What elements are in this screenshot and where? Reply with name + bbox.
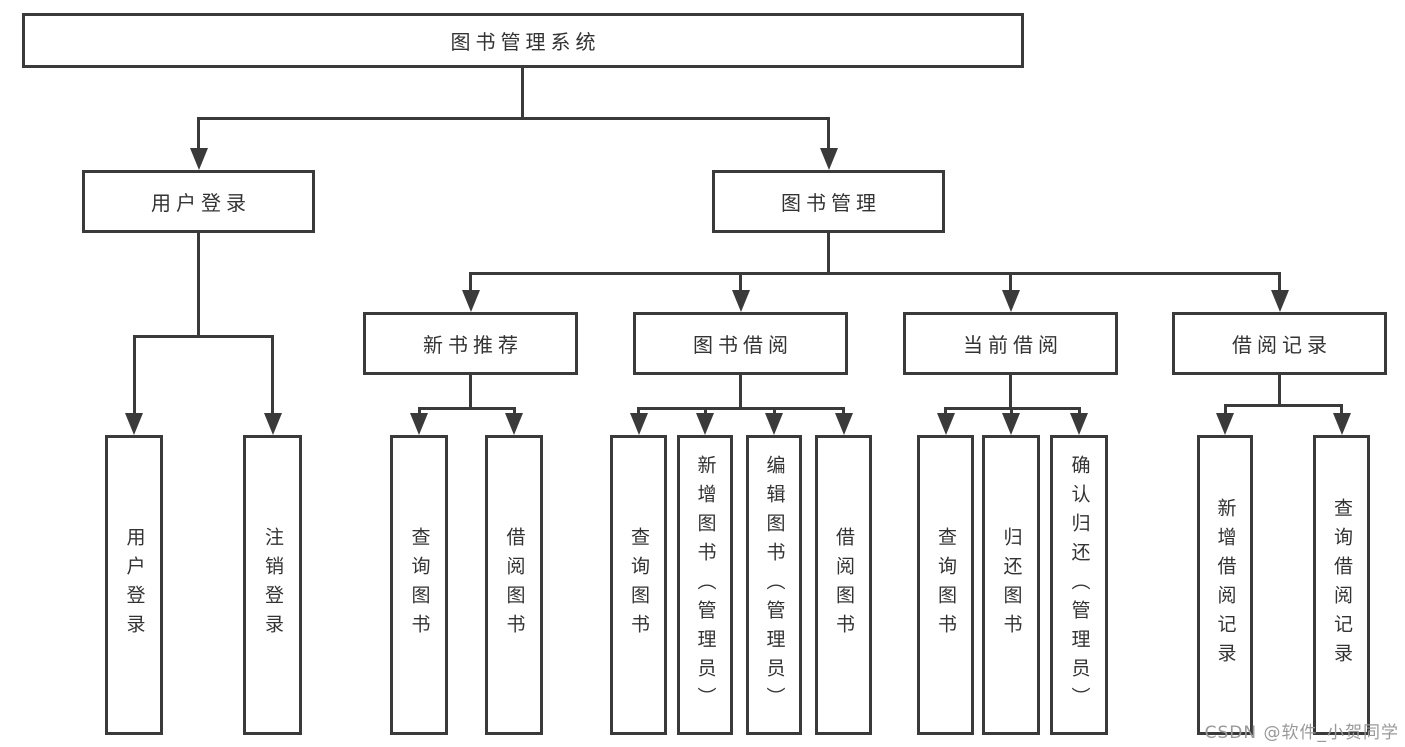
node-label-leaf-query-record: 查询借阅记录 (1331, 498, 1353, 672)
connector-branch-current-borrow-1 (1009, 407, 1013, 417)
node-label-system-root: 图书管理系统 (450, 30, 601, 54)
node-leaf-logout: 注销登录 (243, 435, 302, 735)
node-leaf-edit-book: 编辑图书（管理员） (746, 435, 802, 735)
node-label-book-management: 图书管理 (781, 191, 881, 215)
arrow-down-icon (263, 413, 282, 435)
connector-branch-book-management-2 (1009, 272, 1012, 294)
connector-bar-book-management (469, 272, 1281, 275)
connector-branch-system-root-0 (197, 117, 200, 152)
node-user-login: 用户登录 (82, 170, 315, 233)
connector-branch-book-management-0 (469, 272, 472, 294)
connector-branch-book-management-3 (1278, 272, 1281, 294)
connector-bar-borrow-records (1223, 404, 1343, 407)
arrow-down-icon (765, 413, 783, 435)
connector-branch-current-borrow-0 (944, 407, 947, 417)
node-leaf-user-login: 用户登录 (105, 435, 163, 735)
connector-branch-borrow-records-1 (1340, 404, 1343, 417)
node-current-borrow: 当前借阅 (903, 312, 1118, 375)
node-leaf-return-book: 归还图书 (982, 435, 1040, 735)
node-system-root: 图书管理系统 (22, 13, 1024, 68)
connector-branch-book-borrow-2 (772, 407, 776, 417)
arrow-down-icon (410, 413, 428, 435)
connector-branch-current-borrow-2 (1077, 407, 1081, 417)
node-label-leaf-return-book: 归还图书 (1000, 527, 1023, 643)
connector-stem-borrow-records (1278, 375, 1281, 407)
node-leaf-add-book: 新增图书（管理员） (677, 435, 733, 735)
connector-stem-user-login (197, 233, 200, 338)
arrow-down-icon (696, 413, 714, 435)
node-label-leaf-borrow-book-2: 借阅图书 (833, 527, 855, 643)
connector-branch-new-book-recommend-0 (417, 407, 421, 417)
connector-branch-user-login-0 (132, 335, 136, 417)
node-leaf-add-record: 新增借阅记录 (1197, 435, 1253, 735)
node-label-leaf-user-login: 用户登录 (123, 527, 146, 643)
arrow-down-icon (1001, 290, 1020, 312)
node-book-borrow: 图书借阅 (633, 312, 848, 375)
arrow-down-icon (1332, 413, 1351, 435)
node-label-book-borrow: 图书借阅 (693, 333, 793, 357)
node-label-leaf-query-book-2: 查询图书 (628, 527, 650, 643)
node-leaf-borrow-book-1: 借阅图书 (485, 435, 543, 735)
node-leaf-query-book-3: 查询图书 (917, 435, 974, 735)
arrow-down-icon (819, 148, 838, 170)
connector-branch-borrow-records-0 (1223, 404, 1227, 417)
connector-bar-user-login (132, 335, 274, 338)
node-borrow-records: 借阅记录 (1172, 312, 1387, 375)
node-label-leaf-query-book-3: 查询图书 (935, 527, 957, 643)
node-label-leaf-add-record: 新增借阅记录 (1214, 498, 1237, 672)
connector-branch-book-management-1 (739, 272, 742, 294)
node-label-borrow-records: 借阅记录 (1232, 333, 1332, 357)
connector-branch-book-borrow-0 (637, 407, 640, 417)
node-label-leaf-edit-book: 编辑图书（管理员） (763, 454, 786, 716)
connector-stem-book-management (827, 233, 830, 275)
arrow-down-icon (461, 290, 480, 312)
node-leaf-query-book-2: 查询图书 (610, 435, 667, 735)
watermark: CSDN @软件_小贺同学 (1204, 723, 1399, 743)
arrow-down-icon (731, 290, 750, 312)
node-leaf-borrow-book-2: 借阅图书 (815, 435, 872, 735)
node-label-current-borrow: 当前借阅 (963, 333, 1063, 357)
node-label-new-book-recommend: 新书推荐 (423, 333, 523, 357)
node-label-leaf-borrow-book-1: 借阅图书 (503, 527, 526, 643)
arrow-down-icon (1270, 290, 1289, 312)
connector-bar-system-root (197, 117, 830, 120)
connector-bar-book-borrow (637, 407, 845, 410)
arrow-down-icon (936, 413, 955, 435)
node-new-book-recommend: 新书推荐 (363, 312, 578, 375)
connector-stem-book-borrow (739, 375, 742, 410)
node-book-management: 图书管理 (712, 170, 945, 233)
node-label-user-login: 用户登录 (151, 191, 251, 215)
arrow-down-icon (1070, 413, 1088, 435)
node-leaf-query-book-1: 查询图书 (390, 435, 448, 735)
arrow-down-icon (505, 413, 523, 435)
arrow-down-icon (834, 413, 853, 435)
node-label-leaf-query-book-1: 查询图书 (408, 527, 431, 643)
node-label-leaf-add-book: 新增图书（管理员） (694, 454, 717, 716)
connector-branch-system-root-1 (827, 117, 830, 152)
arrow-down-icon (1002, 413, 1020, 435)
arrow-down-icon (125, 413, 143, 435)
connector-stem-new-book-recommend (469, 375, 472, 410)
connector-branch-user-login-1 (271, 335, 274, 417)
connector-bar-new-book-recommend (417, 407, 516, 410)
arrow-down-icon (189, 148, 208, 170)
connector-branch-book-borrow-3 (842, 407, 845, 417)
connector-branch-book-borrow-1 (703, 407, 707, 417)
node-leaf-confirm-return: 确认归还（管理员） (1050, 435, 1108, 735)
node-label-leaf-confirm-return: 确认归还（管理员） (1068, 454, 1091, 716)
node-label-leaf-logout: 注销登录 (262, 527, 284, 643)
connector-branch-new-book-recommend-1 (512, 407, 516, 417)
arrow-down-icon (1216, 413, 1234, 435)
arrow-down-icon (629, 413, 648, 435)
node-leaf-query-record: 查询借阅记录 (1313, 435, 1370, 735)
connector-stem-system-root (520, 68, 524, 120)
connector-stem-current-borrow (1009, 375, 1012, 410)
